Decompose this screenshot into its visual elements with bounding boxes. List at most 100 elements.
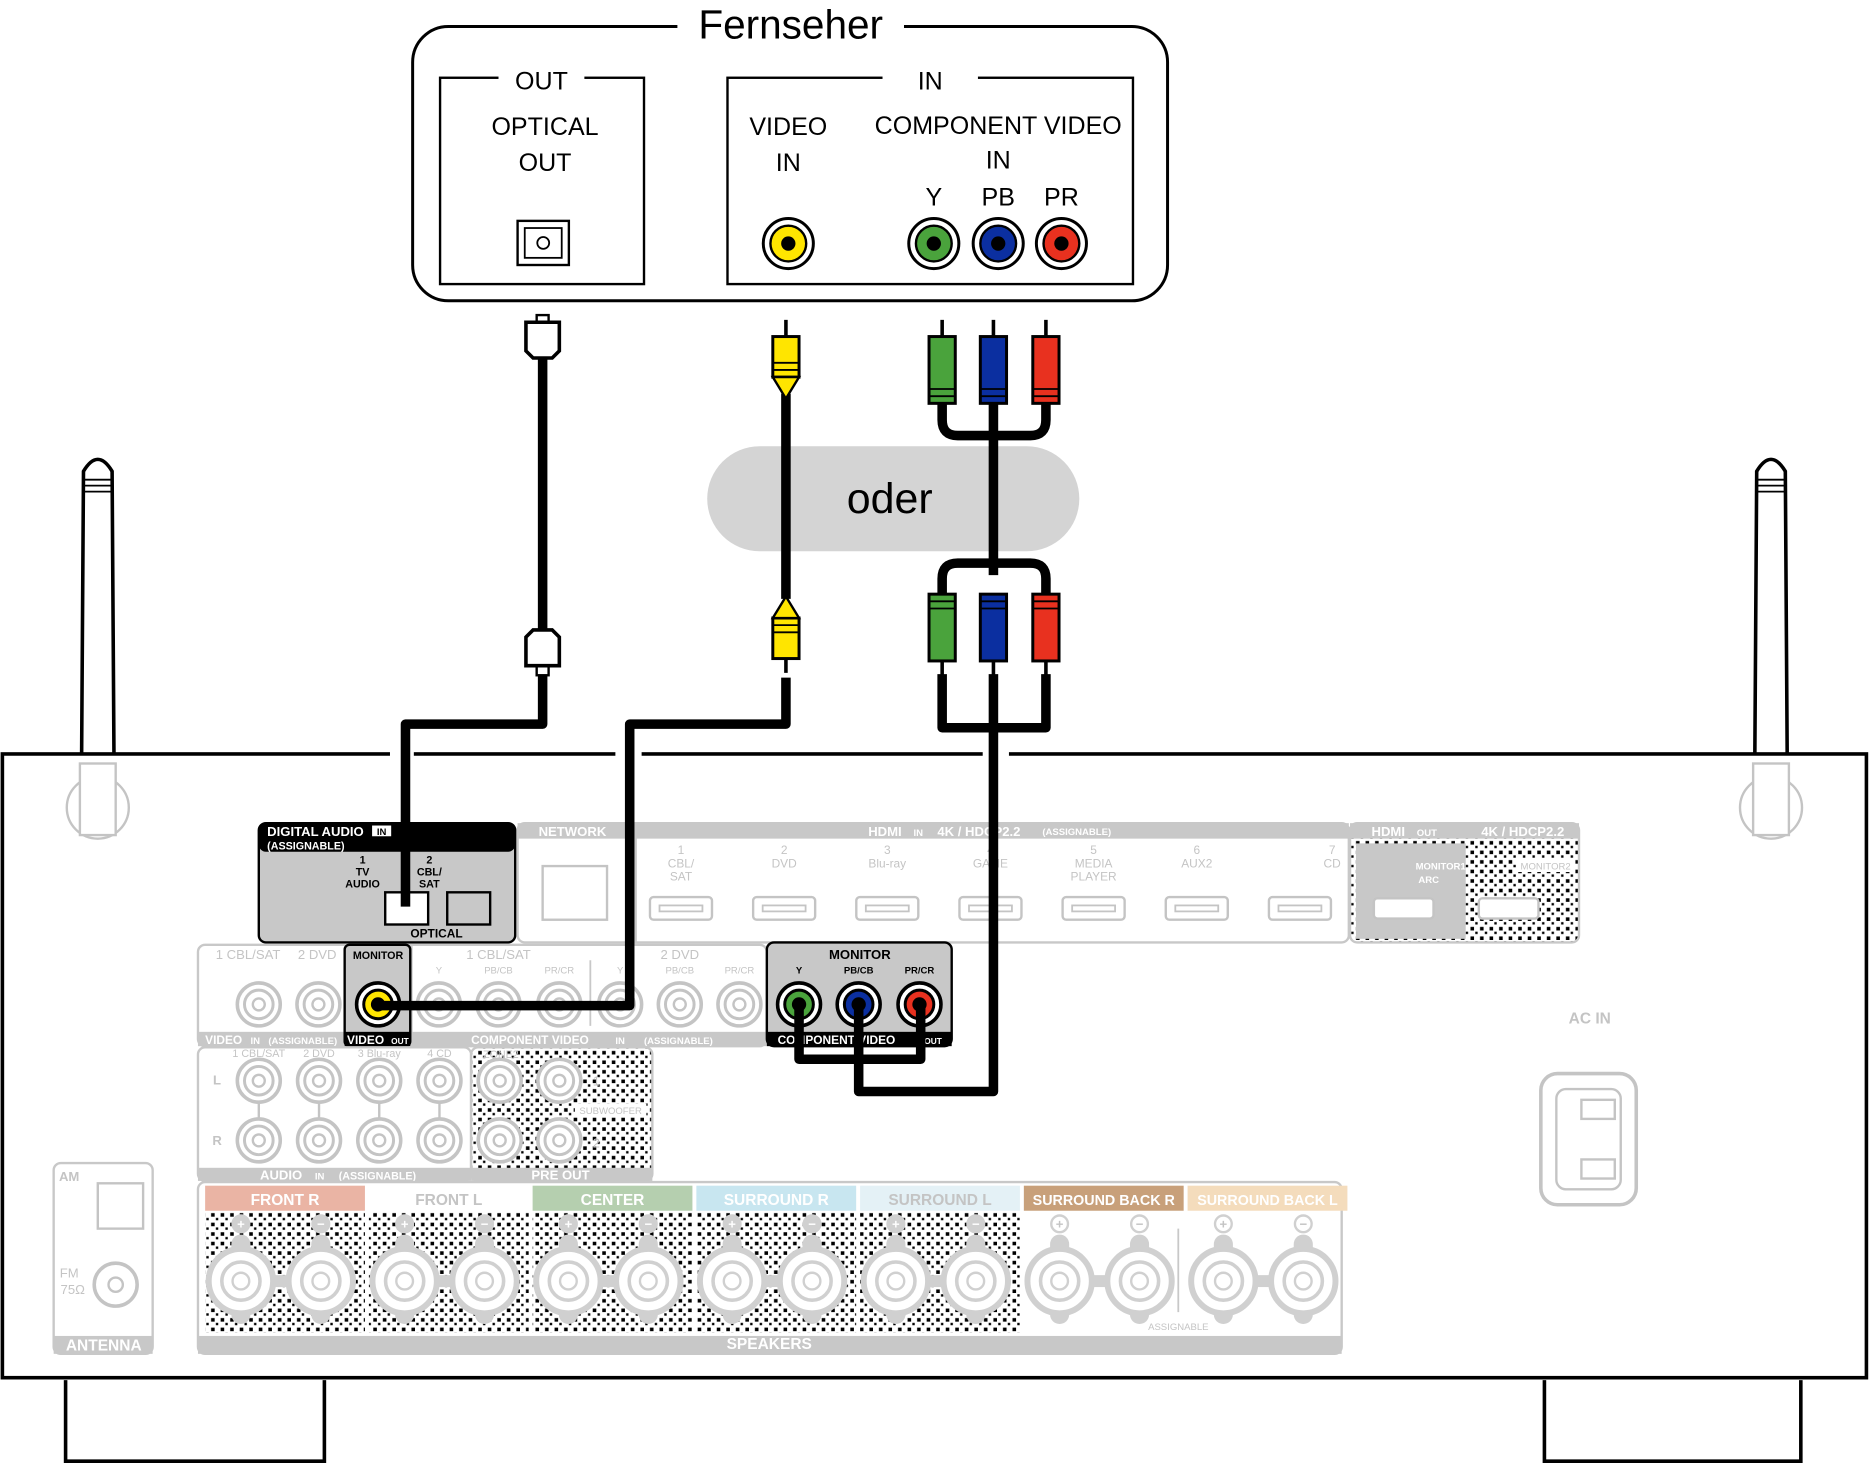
pre-out-jack[interactable] — [476, 1117, 523, 1164]
minus-icon: − — [808, 1217, 816, 1232]
audio-in-label: 3 Blu-ray — [358, 1048, 402, 1060]
component-in-jack[interactable] — [656, 981, 704, 1028]
am-terminal[interactable] — [96, 1182, 145, 1230]
subwoofer-1-label: 1 — [593, 1074, 600, 1089]
component-in-channel-label: PB/CB — [665, 965, 694, 976]
component-out-title: MONITOR — [829, 947, 891, 962]
speaker-channel-label: SURROUND L — [888, 1192, 991, 1209]
hdmi-in-spec: 4K / HDCP2.2 — [937, 824, 1020, 839]
tv-y-jack[interactable] — [907, 216, 961, 271]
monitor2-label: MONITOR2 — [1521, 862, 1571, 873]
hdmi-in-label: CD — [1324, 856, 1342, 870]
speaker-channel-label: SURROUND R — [724, 1192, 829, 1209]
plus-icon: + — [1220, 1217, 1228, 1232]
speaker-channel-label: SURROUND BACK R — [1033, 1193, 1176, 1209]
component-plug-top-y — [927, 319, 957, 405]
audio-in-r-jack[interactable] — [295, 1117, 343, 1164]
component-in-jack[interactable] — [716, 981, 763, 1028]
video-cable — [379, 393, 791, 1011]
component-cable-bottom — [794, 558, 1051, 1097]
am-label: AM — [59, 1169, 79, 1184]
monitor1-label: MONITOR1 — [1416, 862, 1467, 873]
subwoofer-label: SUBWOOFER — [579, 1106, 642, 1117]
port2-sat: SAT — [419, 879, 440, 891]
pre-out-jack[interactable] — [536, 1117, 583, 1164]
port1-tv: TV — [356, 867, 371, 879]
component-in-channel-label: Y — [617, 965, 624, 976]
tv-pr-jack[interactable] — [1034, 216, 1088, 271]
minus-icon: − — [972, 1217, 980, 1232]
fm-jack[interactable] — [92, 1261, 139, 1308]
tv-video-in-jack[interactable] — [761, 216, 815, 271]
zone2-label: ZONE2 — [483, 1049, 519, 1061]
video-in-2-label: 2 DVD — [298, 947, 337, 962]
component-in-channel-label: PR/CR — [545, 965, 575, 976]
component-in-note: (ASSIGNABLE) — [644, 1036, 713, 1047]
audio-in-l-jack[interactable] — [295, 1057, 343, 1104]
plus-icon: + — [728, 1217, 736, 1232]
audio-in-r-jack[interactable] — [355, 1117, 403, 1164]
tv-in-label: IN — [918, 68, 943, 96]
speaker-terminal-surround-back-l[interactable]: SURROUND BACK L+− — [1187, 1185, 1348, 1325]
antenna-icon — [1752, 457, 1790, 837]
speaker-terminal-surround-r[interactable]: SURROUND R + − — [696, 1185, 857, 1333]
component-out-pb-jack[interactable] — [835, 981, 882, 1028]
tv-component-in-label-2: IN — [986, 146, 1011, 174]
digital-audio-panel: DIGITAL AUDIO IN (ASSIGNABLE) 1 TV AUDIO… — [257, 821, 517, 944]
speaker-terminal-front-r[interactable]: FRONT R+− — [205, 1185, 365, 1333]
audio-in-note: (ASSIGNABLE) — [339, 1171, 417, 1183]
optical-in-2-port[interactable] — [446, 891, 492, 926]
component-cable-top — [937, 399, 1051, 576]
video-plug-bottom — [771, 616, 801, 673]
hdmi-in-label: CBL/ — [668, 856, 695, 870]
speaker-channel-label: FRONT L — [415, 1192, 482, 1209]
component-in-channel-label: PB/CB — [484, 965, 513, 976]
tv-title: Fernseher — [698, 1, 883, 47]
speaker-terminal-front-l[interactable]: FRONT L+− — [368, 1185, 529, 1333]
antenna-panel: AM FM 75Ω ANTENNA — [52, 1161, 154, 1356]
hdmi-in-label: 2 — [781, 843, 788, 857]
optical-plug-top — [524, 313, 562, 360]
pre-out-jack[interactable] — [476, 1057, 523, 1104]
video-in-1-label: 1 CBL/SAT — [216, 947, 281, 962]
antenna-base — [65, 762, 130, 840]
speaker-terminal-surround-l[interactable]: SURROUND L + − — [860, 1185, 1020, 1333]
plus-icon: + — [401, 1217, 409, 1232]
plus-icon: + — [565, 1217, 573, 1232]
optical-plug-bottom — [524, 628, 562, 677]
or-label: oder — [847, 475, 933, 523]
minus-icon: − — [317, 1217, 325, 1232]
hdmi-out-monitor1-port[interactable] — [1372, 897, 1435, 920]
network-port[interactable] — [541, 864, 609, 921]
speaker-terminal-center[interactable]: CENTER+− — [532, 1185, 693, 1333]
antenna-icon — [79, 457, 117, 837]
audio-in-l-jack[interactable] — [416, 1057, 463, 1104]
audio-in-r-jack[interactable] — [416, 1117, 463, 1164]
hdmi-out-monitor2-port[interactable] — [1477, 897, 1540, 920]
antenna-base — [1738, 762, 1804, 840]
hdmi-in-label: DVD — [772, 856, 798, 870]
video-in-2-jack[interactable] — [295, 981, 342, 1028]
audio-in-l-jack[interactable] — [355, 1057, 403, 1104]
video-in-1-jack[interactable] — [235, 981, 283, 1028]
hdmi-in-port-7[interactable]: 7CD — [1267, 843, 1342, 921]
component-in-1-label: 1 CBL/SAT — [466, 947, 531, 962]
plus-icon: + — [892, 1217, 900, 1232]
component-out-badge: OUT — [924, 1036, 942, 1046]
tv-panel: Fernseher OUT OPTICAL OUT IN VIDEO IN CO… — [411, 1, 1170, 303]
tv-pb-jack[interactable] — [971, 216, 1025, 271]
pre-out-jack[interactable] — [536, 1057, 583, 1104]
tv-channel-y: Y — [925, 183, 942, 211]
speaker-terminal-surround-back-r[interactable]: SURROUND BACK R+− — [1023, 1185, 1184, 1325]
tv-channel-pb: PB — [982, 183, 1015, 211]
ac-in-socket[interactable] — [1539, 1071, 1639, 1207]
tv-video-in-label: VIDEO — [749, 113, 827, 141]
audio-in-r-jack[interactable] — [235, 1117, 283, 1164]
audio-in-l-jack[interactable] — [235, 1057, 283, 1104]
video-in-note: (ASSIGNABLE) — [268, 1036, 337, 1047]
